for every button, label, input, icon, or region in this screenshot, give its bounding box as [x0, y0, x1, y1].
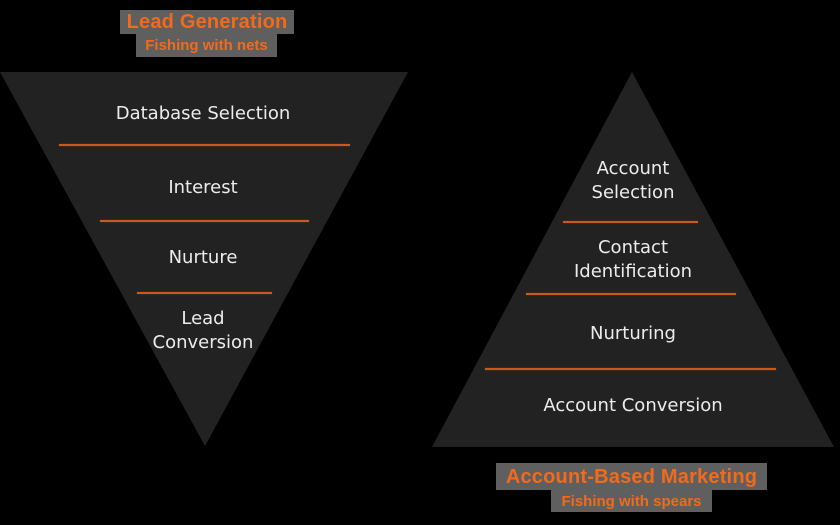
stage-label-line1: Account	[596, 158, 670, 179]
stage-label-line2: Conversion	[152, 332, 254, 353]
lead-generation-title-text: Lead Generation	[126, 11, 288, 33]
stage-label-line2: Identification	[573, 261, 693, 282]
pyramid-divider-1	[563, 221, 698, 223]
abm-title: Account-Based Marketing	[496, 463, 767, 490]
pyramid-stage-account-selection: Account Selection	[592, 157, 675, 205]
stage-label: Nurturing	[590, 323, 676, 344]
stage-label: Database Selection	[115, 103, 291, 124]
stage-label: Account Conversion	[543, 395, 723, 416]
abm-subtitle-text: Fishing with spears	[561, 492, 702, 510]
funnel-stage-nurture: Nurture	[169, 246, 238, 270]
abm-subtitle: Fishing with spears	[551, 490, 712, 512]
funnel-divider-3	[137, 292, 272, 294]
pyramid-stage-contact-identification: Contact Identification	[574, 236, 692, 284]
pyramid-stage-account-conversion: Account Conversion	[543, 394, 722, 418]
pyramid-divider-3	[485, 368, 776, 370]
stage-label-line2: Selection	[591, 182, 675, 203]
stage-label: Interest	[168, 177, 238, 198]
pyramid-divider-2	[526, 293, 736, 295]
stage-label: Nurture	[168, 247, 238, 268]
funnel-stage-database-selection: Database Selection	[116, 102, 291, 126]
stage-label-line1: Contact	[597, 237, 669, 258]
abm-title-text: Account-Based Marketing	[505, 465, 758, 488]
lead-generation-subtitle: Fishing with nets	[136, 34, 277, 57]
funnel-stage-interest: Interest	[168, 176, 237, 200]
funnel-divider-1	[59, 144, 350, 146]
pyramid-stage-nurturing: Nurturing	[590, 322, 676, 346]
funnel-divider-2	[100, 220, 309, 222]
lead-generation-title: Lead Generation	[120, 10, 294, 34]
stage-label-line1: Lead	[181, 308, 225, 329]
lead-generation-subtitle-text: Fishing with nets	[145, 37, 268, 54]
funnel-stage-lead-conversion: Lead Conversion	[153, 307, 254, 355]
